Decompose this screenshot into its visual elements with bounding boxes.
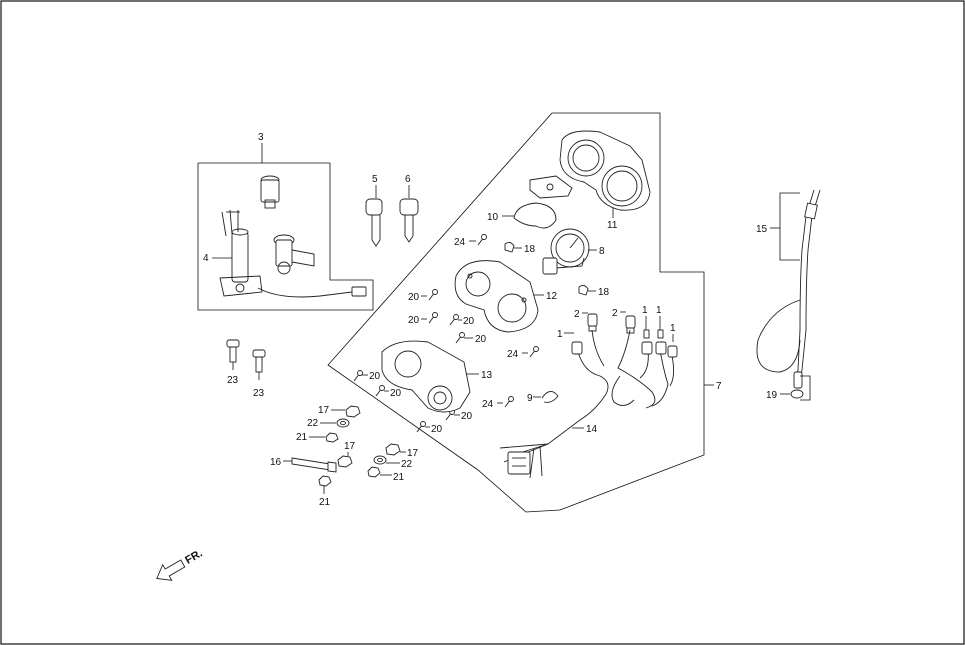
bulb-socket-2a: 2 xyxy=(574,309,598,332)
callout-2a: 2 xyxy=(574,309,580,320)
rubber-bushing-18a: 18 xyxy=(504,241,536,255)
key-5: 5 xyxy=(365,174,383,247)
callout-10: 10 xyxy=(487,212,499,223)
screw-24a: 24 xyxy=(454,234,487,248)
nut-21b: 21 xyxy=(367,466,405,483)
callout-5: 5 xyxy=(372,174,378,185)
callout-2b: 2 xyxy=(612,308,618,319)
callout-20f: 20 xyxy=(390,388,402,399)
callout-20e: 20 xyxy=(369,371,381,382)
callout-24a: 24 xyxy=(454,237,466,248)
bulb-socket-1a: 1 xyxy=(557,329,583,355)
callout-1a: 1 xyxy=(557,329,563,340)
screw-24b: 24 xyxy=(507,346,539,360)
callout-11: 11 xyxy=(607,220,618,231)
ignition-switch: 4 xyxy=(203,209,367,298)
screw-20c: 20 xyxy=(449,314,475,327)
callout-18a: 18 xyxy=(524,244,536,255)
callout-24b: 24 xyxy=(507,349,519,360)
bolt-23b: 23 xyxy=(252,349,266,399)
nut-17c: 17 xyxy=(385,443,419,459)
callout-22b: 22 xyxy=(401,459,413,470)
callout-21c: 21 xyxy=(319,497,331,508)
callout-20a: 20 xyxy=(408,292,420,303)
seat-lock-cylinder xyxy=(260,175,280,209)
callout-1b: 1 xyxy=(642,305,648,316)
nut-17b: 17 xyxy=(337,441,356,468)
callout-20d: 20 xyxy=(475,334,487,345)
screw-20b: 20 xyxy=(408,312,438,326)
meter-wire-harness: 14 xyxy=(499,329,675,479)
callout-19: 19 xyxy=(766,390,778,401)
bulb-socket-1b: 1 xyxy=(641,305,653,355)
nut-17a: 17 xyxy=(318,405,361,418)
screw-20f: 20 xyxy=(375,385,402,399)
callout-6: 6 xyxy=(405,174,411,185)
callout-18b: 18 xyxy=(598,287,610,298)
callout-22a: 22 xyxy=(307,418,319,429)
screw-20d: 20 xyxy=(455,332,487,345)
callout-7: 7 xyxy=(716,381,722,392)
callout-15: 15 xyxy=(756,224,768,235)
meter-lens-10: 10 xyxy=(487,202,557,229)
callout-9: 9 xyxy=(527,393,533,404)
callout-12: 12 xyxy=(546,291,558,302)
meter-lower-case: 12 xyxy=(454,260,558,333)
callout-14: 14 xyxy=(586,424,598,435)
callout-23b: 23 xyxy=(253,388,265,399)
callout-20b: 20 xyxy=(408,315,420,326)
callout-1d: 1 xyxy=(670,323,676,334)
bulb-socket-1c: 1 xyxy=(655,305,667,355)
screw-24c: 24 xyxy=(482,396,514,410)
fuel-cap-lock-cylinder xyxy=(273,234,315,275)
callout-16: 16 xyxy=(270,457,282,468)
nut-21a: 21 xyxy=(296,432,339,443)
callout-13: 13 xyxy=(481,370,493,381)
bulb-socket-2b: 2 xyxy=(612,308,636,334)
screw-20e: 20 xyxy=(353,370,381,382)
screw-20h: 20 xyxy=(416,421,443,435)
meter-gauge-8: 8 xyxy=(542,228,605,275)
callout-8: 8 xyxy=(599,246,605,257)
washer-22b: 22 xyxy=(373,455,413,470)
key-6: 6 xyxy=(399,174,419,243)
callout-20g: 20 xyxy=(461,411,473,422)
callout-24c: 24 xyxy=(482,399,494,410)
meter-lower-cover: 13 xyxy=(381,340,493,413)
speedometer-cable: 15 19 xyxy=(756,189,821,401)
ignition-lock-set-box: 3 xyxy=(197,132,374,311)
callout-17b: 17 xyxy=(344,441,356,452)
callout-17c: 17 xyxy=(407,448,419,459)
meter-upper-cover: 11 xyxy=(559,130,651,231)
callout-20h: 20 xyxy=(431,424,443,435)
callout-21a: 21 xyxy=(296,432,308,443)
bulb-socket-1d: 1 xyxy=(667,323,678,358)
nut-21c: 21 xyxy=(318,475,332,508)
callout-1c: 1 xyxy=(656,305,662,316)
rubber-bushing-18b: 18 xyxy=(578,284,610,298)
screw-20a: 20 xyxy=(408,289,438,303)
washer-22a: 22 xyxy=(307,418,350,429)
meter-assembly-boundary: 7 xyxy=(327,112,722,513)
meter-panel-plate xyxy=(529,175,573,199)
bolt-23a: 23 xyxy=(226,339,240,386)
wire-clamp-9: 9 xyxy=(527,391,559,404)
callout-23a: 23 xyxy=(227,375,239,386)
callout-21b: 21 xyxy=(393,472,405,483)
callout-17a: 17 xyxy=(318,405,330,416)
bolt-16: 16 xyxy=(270,457,337,473)
callout-20c: 20 xyxy=(463,316,475,327)
callout-3: 3 xyxy=(258,132,264,143)
callout-4: 4 xyxy=(203,253,209,264)
